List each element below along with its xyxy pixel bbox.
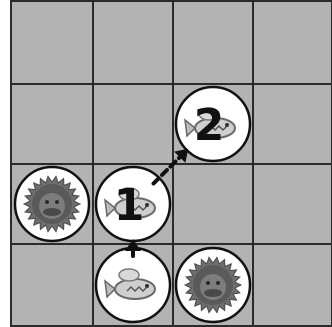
board-cell-r3c3[interactable]: [253, 244, 332, 326]
piece-fish-r3c1[interactable]: [96, 248, 170, 322]
board-cell-r2c3[interactable]: [253, 164, 332, 244]
piece-gray-spiky-r3c2[interactable]: [176, 248, 250, 322]
board-cell-r3c0[interactable]: [11, 244, 93, 326]
piece-order-number: 2: [194, 100, 225, 151]
board-cell-r1c3[interactable]: [253, 84, 332, 164]
board-cell-r0c1[interactable]: [93, 1, 173, 84]
piece-order-number: 1: [114, 180, 145, 231]
board-cell-r2c2[interactable]: [173, 164, 253, 244]
board-cell-r0c0[interactable]: [11, 1, 93, 84]
board-cell-r0c3[interactable]: [253, 1, 332, 84]
board-cell-r1c0[interactable]: [11, 84, 93, 164]
board-cell-r0c2[interactable]: [173, 1, 253, 84]
board-cell-r1c1[interactable]: [93, 84, 173, 164]
piece-gray-spiky-r2c0[interactable]: [15, 167, 89, 241]
